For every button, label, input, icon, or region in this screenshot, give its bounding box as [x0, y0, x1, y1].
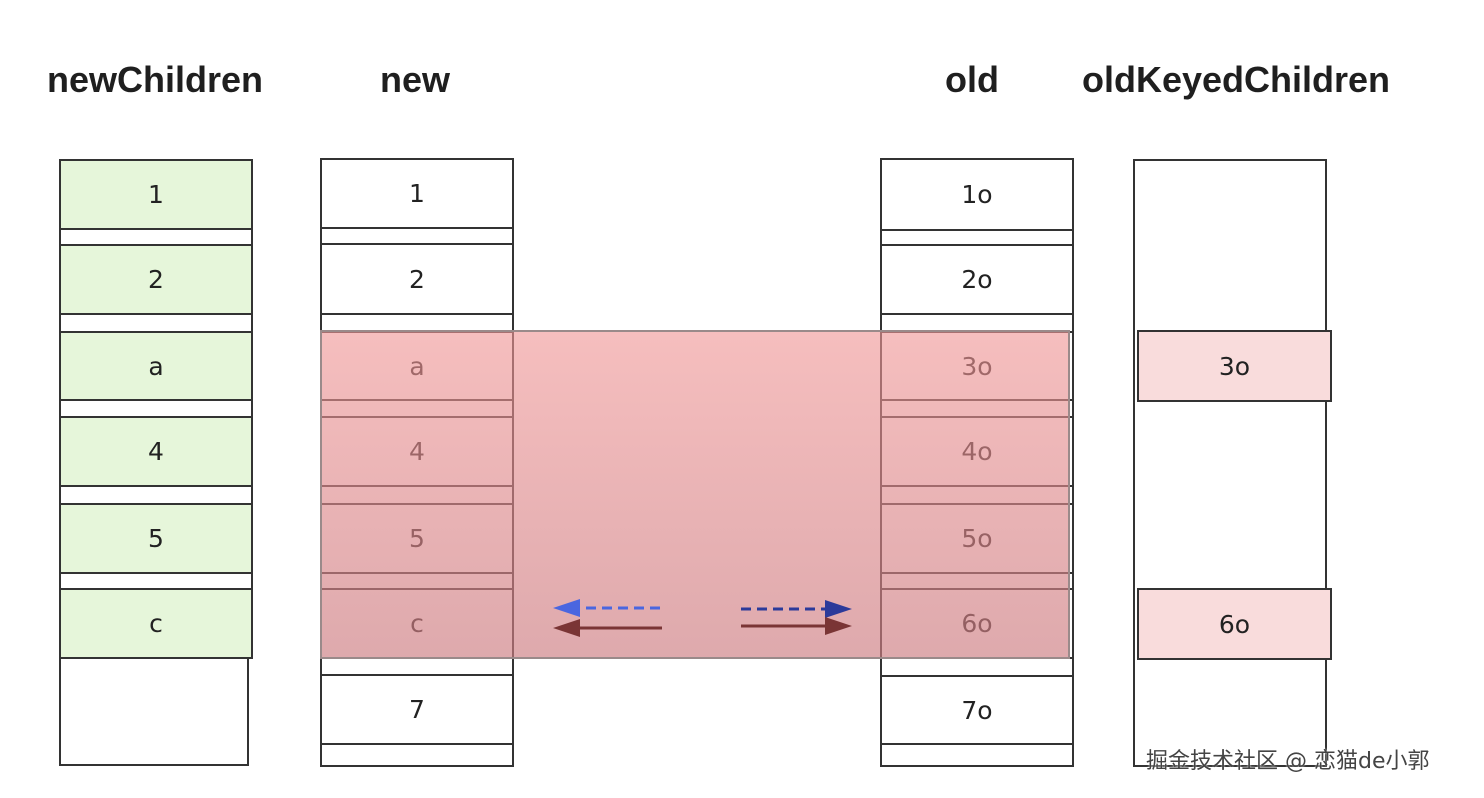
- new-cell: 2: [320, 243, 514, 315]
- heading-new-children: newChildren: [46, 59, 264, 100]
- new-children-cell: c: [59, 588, 253, 659]
- old-cell: 1o: [880, 158, 1074, 231]
- dashed-left-arrow-icon: [553, 599, 660, 617]
- new-children-cell: 1: [59, 159, 253, 230]
- solid-left-arrow-icon: [553, 619, 662, 637]
- new-cell: 1: [320, 158, 514, 229]
- old-cell: 2o: [880, 244, 1074, 315]
- new-children-cell: 4: [59, 416, 253, 487]
- middle-range-highlight: [320, 330, 1070, 659]
- heading-old: old: [945, 59, 999, 100]
- solid-right-arrow-icon: [741, 617, 852, 635]
- old-cell: 7o: [880, 675, 1074, 745]
- new-children-cell: 5: [59, 503, 253, 574]
- watermark: 掘金技术社区 @ 恋猫de小郭: [1146, 749, 1430, 774]
- heading-old-keyed-children: oldKeyedChildren: [1081, 59, 1391, 100]
- old-keyed-children-column: [1133, 159, 1327, 767]
- old-keyed-cell: 3o: [1137, 330, 1332, 402]
- old-keyed-cell: 6o: [1137, 588, 1332, 660]
- heading-new: new: [379, 59, 450, 100]
- new-children-cell: 2: [59, 244, 253, 315]
- new-cell: 7: [320, 674, 514, 745]
- dashed-right-arrow-icon: [741, 600, 852, 618]
- new-children-cell: a: [59, 331, 253, 401]
